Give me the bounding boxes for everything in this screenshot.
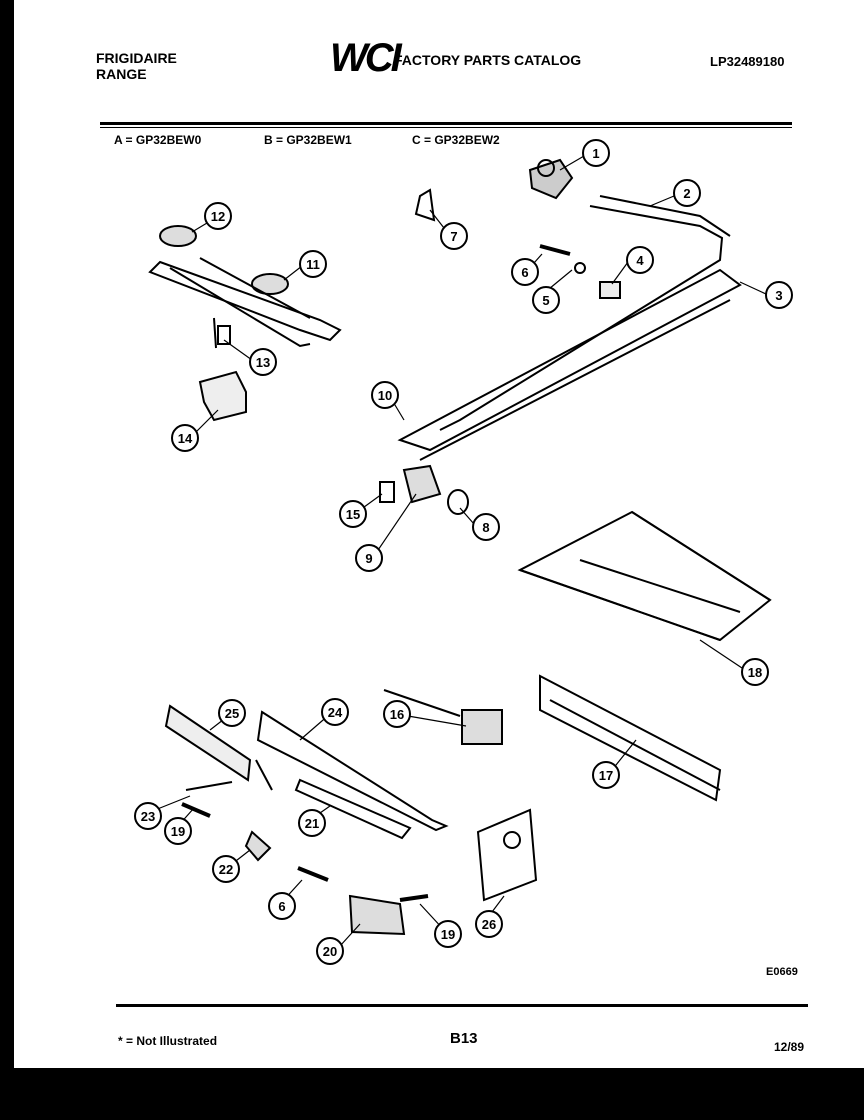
callout-15: 15 [339,500,367,528]
callout-19: 19 [164,817,192,845]
callout-11: 11 [299,250,327,278]
callout-17: 17 [592,761,620,789]
callout-7: 7 [440,222,468,250]
catalog-title: FACTORY PARTS CATALOG [394,52,582,68]
manifold-17 [539,674,722,802]
callout-19-lower: 19 [434,920,462,948]
callout-24: 24 [321,698,349,726]
igniter-16 [383,689,503,745]
bracket-13-14 [198,317,247,422]
tube-19a [181,802,211,818]
tube-19b [399,894,429,902]
callout-1: 1 [582,139,610,167]
wci-logo: WCI [330,36,402,80]
callout-21: 21 [298,809,326,837]
callout-23: 23 [134,802,162,830]
heat-shield-18 [517,510,772,642]
callout-12: 12 [204,202,232,230]
callout-5: 5 [532,286,560,314]
brand-block: FRIGIDAIRE RANGE [96,50,177,82]
product-type: RANGE [96,66,147,82]
tube-6 [539,244,571,256]
footnote: * = Not Illustrated [118,1034,218,1048]
valve-1 [528,158,574,200]
model-b: B = GP32BEW1 [264,133,352,147]
part-4 [599,281,621,299]
valve-cluster [379,464,469,515]
callout-22: 22 [212,855,240,883]
igniter-25 [164,704,252,782]
callout-6: 6 [511,258,539,286]
burner-24 [255,710,449,832]
manifold-pipe [397,195,742,461]
bracket-21 [294,778,412,840]
brand-name: FRIGIDAIRE [96,50,177,66]
scan-left-edge [0,0,14,1068]
callout-20: 20 [316,937,344,965]
callout-16: 16 [383,700,411,728]
callout-3: 3 [765,281,793,309]
callout-18: 18 [741,658,769,686]
callout-4: 4 [626,246,654,274]
clip-23 [185,781,233,791]
valve-20 [348,894,406,936]
catalog-page [14,0,864,1068]
callout-2: 2 [673,179,701,207]
callout-14: 14 [171,424,199,452]
footer-rule [116,1004,808,1007]
nut-5 [574,262,586,274]
header-rule-top [100,122,792,125]
valve-22 [244,830,272,862]
tube-6b [297,866,329,882]
callout-13: 13 [249,348,277,376]
burner-assembly-top-left [148,225,342,348]
header-rule-bottom [100,127,792,128]
callout-10: 10 [371,381,399,409]
bracket-26 [476,808,538,902]
callout-6-lower: 6 [268,892,296,920]
callout-9: 9 [355,544,383,572]
callout-26: 26 [475,910,503,938]
callout-25: 25 [218,699,246,727]
catalog-date: 12/89 [774,1040,805,1054]
drawing-code: E0669 [766,966,798,978]
page-number: B13 [450,1030,478,1047]
model-c: C = GP32BEW2 [412,133,500,147]
scan-bottom-edge [0,1068,864,1120]
callout-8: 8 [472,513,500,541]
clip-7 [414,188,436,222]
part-number: LP32489180 [710,54,785,69]
model-a: A = GP32BEW0 [114,133,202,147]
